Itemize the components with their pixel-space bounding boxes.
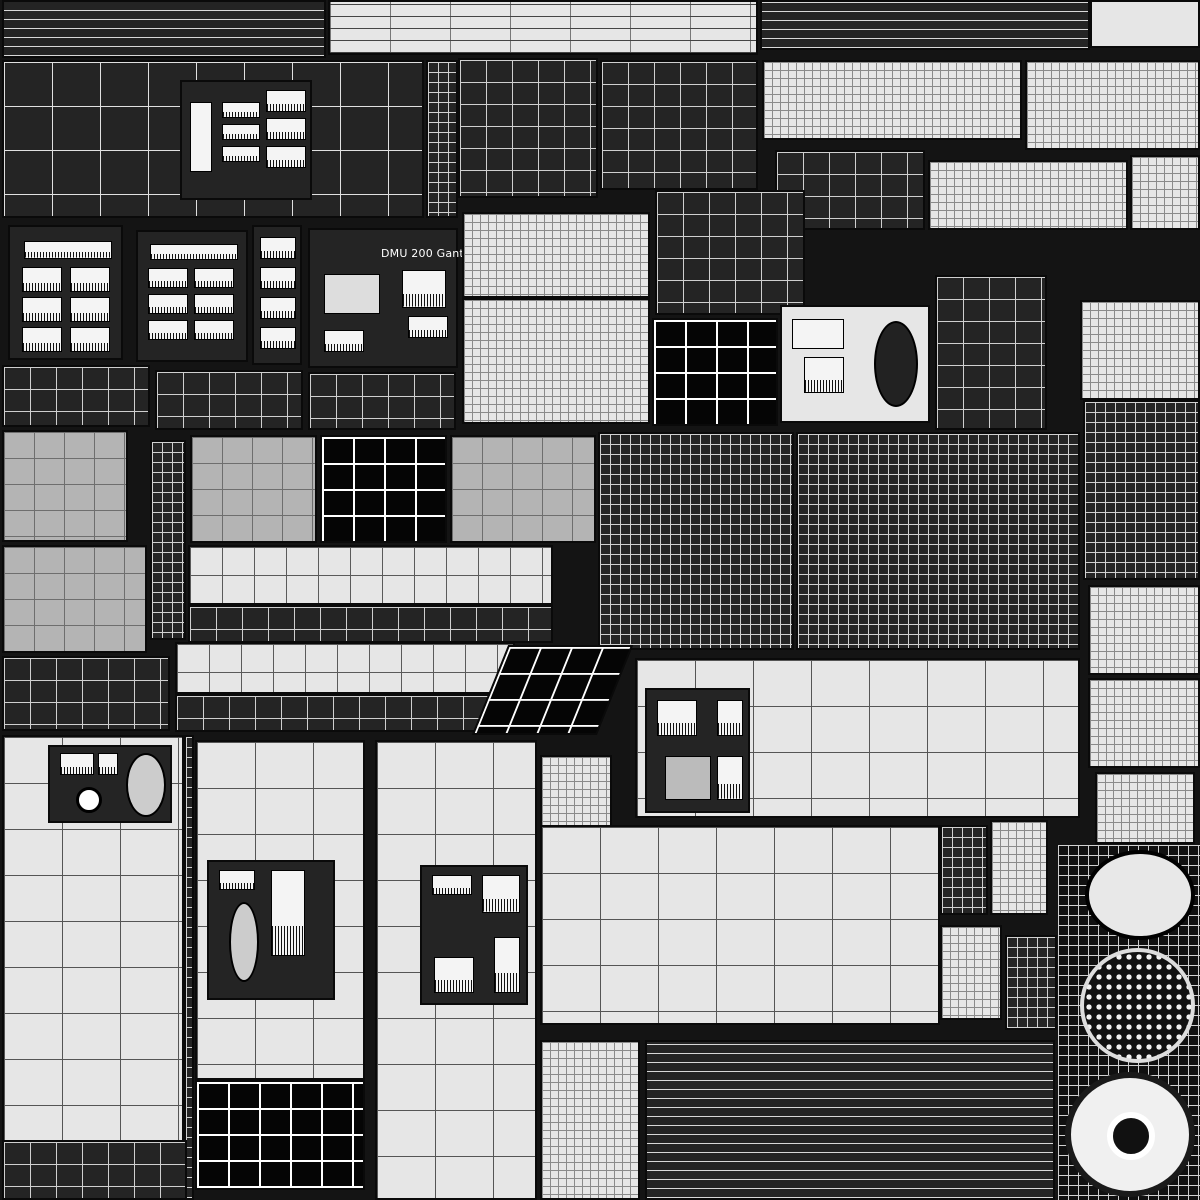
uv-island-big-dark-panel-b xyxy=(796,432,1080,650)
uv-island-top-strip-right xyxy=(760,0,1090,50)
uv-island-big-dark-panel-a xyxy=(598,432,794,650)
uv-island-bottom-strip-left xyxy=(2,1140,187,1200)
uv-island-gray-panel-d xyxy=(450,435,596,543)
uv-island-control-cluster-c xyxy=(420,865,528,1005)
uv-island-gantry-plate xyxy=(308,228,458,368)
uv-island-bottom-elbow xyxy=(540,1040,640,1200)
uv-island-beam-lower xyxy=(175,694,520,732)
uv-island-gray-panel-c xyxy=(190,435,317,543)
uv-island-rack-top-right xyxy=(762,60,1022,140)
uv-island-right-box xyxy=(1095,772,1195,844)
uv-island-top-strip-left xyxy=(2,0,326,58)
uv-island-black-panel-a xyxy=(652,318,778,426)
uv-island-top-strip-center xyxy=(328,0,758,55)
uv-island-bottom-beam xyxy=(540,825,940,1025)
uv-island-box-far-right xyxy=(1130,155,1200,230)
uv-island-thin-rail xyxy=(184,735,194,1200)
uv-island-cabinet-door-2 xyxy=(136,230,248,362)
uv-island-small-square xyxy=(540,755,612,837)
uv-island-rail-middle xyxy=(462,212,650,298)
hub-disc-icon xyxy=(1065,1072,1195,1197)
gear-plate-icon xyxy=(1080,948,1195,1063)
uv-island-top-corner xyxy=(1090,0,1200,48)
uv-island-vertical-rail xyxy=(426,60,458,218)
uv-island-panel-far-right-a xyxy=(1080,300,1200,400)
uv-island-side-block xyxy=(940,825,988,915)
uv-island-wedge-right xyxy=(990,820,1048,915)
uv-island-ladder xyxy=(150,440,186,640)
uv-island-black-panel-b xyxy=(320,435,447,543)
uv-island-beam-light xyxy=(188,545,553,605)
uv-island-control-cluster-mid xyxy=(645,688,750,813)
uv-island-control-cluster-left xyxy=(48,745,172,823)
uv-island-strip-right xyxy=(308,372,456,430)
uv-island-cabinet-door-1 xyxy=(8,225,123,360)
uv-island-black-panel-c xyxy=(195,1080,365,1190)
uv-island-rack-top-right-2 xyxy=(1025,60,1200,150)
uv-island-gray-panel-a xyxy=(2,430,128,542)
uv-island-strip-left xyxy=(2,365,150,427)
uv-island-right-slot-b xyxy=(1088,678,1200,768)
uv-island-grid-right-b xyxy=(935,275,1047,430)
uv-island-motor-housing xyxy=(780,305,930,423)
uv-island-frame-top-right xyxy=(600,60,758,190)
uv-island-cabinet-strip xyxy=(252,225,302,365)
uv-island-dark-block-right xyxy=(1005,935,1057,1030)
gear-oval-icon xyxy=(1085,850,1195,940)
uv-island-grid-block xyxy=(462,298,650,424)
uv-island-right-column xyxy=(1083,400,1200,580)
texture-label: DMU 200 Gantry xyxy=(381,247,476,260)
uv-island-grid-top-mid xyxy=(655,190,805,315)
uv-island-beam-dark xyxy=(188,605,553,643)
uv-island-beam-upper xyxy=(175,642,515,694)
uv-island-tube-right xyxy=(928,160,1128,230)
uv-island-control-cluster-b xyxy=(207,860,335,1000)
uv-island-strip-lower-left xyxy=(2,656,170,731)
uv-island-angled-frame xyxy=(940,925,1002,1020)
uv-island-strip-center xyxy=(155,370,303,430)
uv-island-control-cluster-top xyxy=(180,80,312,200)
uv-island-gray-panel-b xyxy=(2,545,147,653)
uv-island-frame-top-center xyxy=(458,58,598,198)
uv-island-right-slot-a xyxy=(1088,585,1200,675)
uv-island-bottom-rail-panel xyxy=(645,1040,1055,1200)
